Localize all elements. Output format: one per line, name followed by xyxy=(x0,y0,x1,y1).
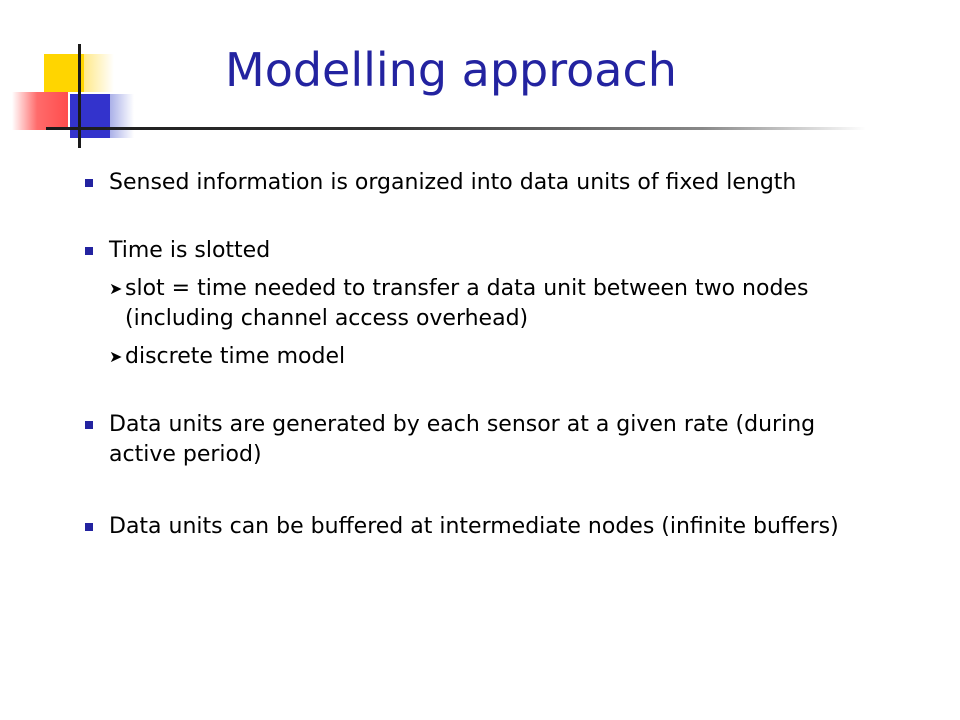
decorative-logo-icon xyxy=(0,0,140,160)
sub-bullet-item: ➤ discrete time model xyxy=(85,342,885,372)
bullet-text: Sensed information is organized into dat… xyxy=(109,170,797,195)
bullet-item: Sensed information is organized into dat… xyxy=(85,168,885,198)
sub-bullet-text: discrete time model xyxy=(125,344,346,369)
bullet-text: Data units are generated by each sensor … xyxy=(109,412,816,467)
logo-vertical-line xyxy=(78,44,81,148)
bullet-item: Data units are generated by each sensor … xyxy=(85,410,885,470)
bullet-text: Data units can be buffered at intermedia… xyxy=(109,514,839,539)
logo-red-square xyxy=(12,92,68,130)
sub-bullet-item: ➤ slot = time needed to transfer a data … xyxy=(85,274,885,334)
slide-title: Modelling approach xyxy=(225,43,677,97)
bullet-list: Sensed information is organized into dat… xyxy=(85,168,885,542)
sub-bullet-text: slot = time needed to transfer a data un… xyxy=(125,276,809,331)
logo-blue-square xyxy=(70,94,110,138)
bullet-item: Data units can be buffered at intermedia… xyxy=(85,512,885,542)
square-bullet-icon xyxy=(85,523,93,531)
square-bullet-icon xyxy=(85,421,93,429)
logo-yellow-glow xyxy=(84,54,114,92)
arrow-bullet-icon: ➤ xyxy=(109,279,123,298)
bullet-text: Time is slotted xyxy=(109,238,271,263)
square-bullet-icon xyxy=(85,179,93,187)
logo-blue-glow xyxy=(110,94,134,138)
bullet-item: Time is slotted xyxy=(85,236,885,266)
logo-yellow-square xyxy=(44,54,84,92)
square-bullet-icon xyxy=(85,247,93,255)
arrow-bullet-icon: ➤ xyxy=(109,347,123,366)
title-underline xyxy=(46,127,866,130)
